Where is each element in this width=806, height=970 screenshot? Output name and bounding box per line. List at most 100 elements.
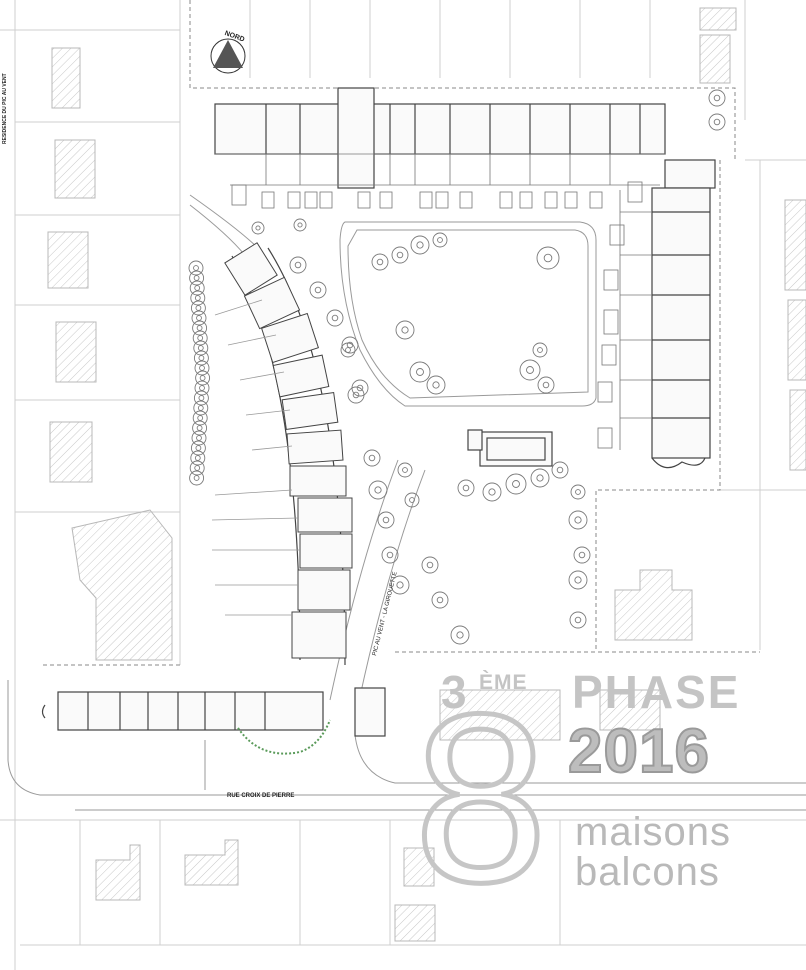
tree-trunk <box>195 305 202 311</box>
tree <box>193 390 209 406</box>
tree <box>410 235 430 255</box>
tree-trunk <box>255 225 261 231</box>
tree <box>340 342 356 358</box>
tree-trunk <box>396 581 404 589</box>
tree <box>190 440 206 456</box>
tree-trunk <box>356 384 364 392</box>
tree <box>568 570 588 590</box>
tree <box>457 479 475 497</box>
tree <box>195 370 211 386</box>
tree-trunk <box>575 489 581 495</box>
tree <box>708 89 726 107</box>
tree <box>188 260 204 276</box>
tree-trunk <box>196 325 203 331</box>
curved-row-units <box>224 242 353 659</box>
tree <box>569 611 587 629</box>
tree <box>404 492 420 508</box>
tree-trunk <box>526 366 534 374</box>
tree-trunk <box>416 241 424 249</box>
tree-trunk <box>536 474 544 482</box>
street-label: RUE CROIX DE PIERRE <box>227 793 295 799</box>
tree-trunk <box>402 467 408 473</box>
tree-trunk <box>578 551 586 559</box>
north-housing-row <box>214 87 666 189</box>
tree <box>426 375 446 395</box>
tree <box>193 400 209 416</box>
phase-number: 3 <box>441 666 468 718</box>
tree-trunk <box>426 561 434 569</box>
tree <box>573 546 591 564</box>
tree <box>193 340 209 356</box>
tree <box>371 253 389 271</box>
tree <box>251 221 265 235</box>
house-count: 8 <box>411 664 550 932</box>
tree-trunk <box>713 118 721 126</box>
north-parking <box>231 181 643 209</box>
tree <box>397 462 413 478</box>
tree-trunk <box>436 596 444 604</box>
tree-trunk <box>488 488 496 496</box>
tree <box>432 232 448 248</box>
tree-trunk <box>368 454 376 462</box>
tree-trunk <box>352 391 360 399</box>
tree-trunk <box>537 347 543 353</box>
tree <box>347 386 365 404</box>
tree <box>326 309 344 327</box>
tree <box>482 482 502 502</box>
tree-trunk <box>198 355 205 361</box>
tree <box>368 480 388 500</box>
neighbour-buildings <box>47 7 806 942</box>
tree <box>390 575 410 595</box>
tree <box>409 361 431 383</box>
tree <box>192 410 208 426</box>
tree-trunk <box>197 405 204 411</box>
tree-trunk <box>574 576 582 584</box>
tree-trunk <box>194 455 201 461</box>
tree <box>194 360 210 376</box>
tree-trunk <box>376 258 384 266</box>
tree <box>341 336 359 354</box>
tree-trunk <box>198 395 205 401</box>
tree-trunk <box>196 315 202 321</box>
phase-year: 2016 <box>567 717 710 786</box>
green-hedge <box>237 719 331 755</box>
tree-trunk <box>294 261 302 269</box>
balcons-text: balcons <box>575 850 720 894</box>
tree <box>568 510 588 530</box>
tree-trunk <box>195 445 202 451</box>
tree <box>395 320 415 340</box>
tree-trunk <box>574 516 582 524</box>
tree <box>190 290 206 306</box>
tree-trunk <box>193 265 199 271</box>
residence-label: RESIDENCE DU PIC AU VENT <box>2 73 8 144</box>
phase-suffix: ÈME <box>479 671 528 694</box>
tree-trunk <box>386 551 394 559</box>
tree-trunk <box>196 435 202 441</box>
tree-trunk <box>193 475 200 481</box>
tree <box>519 359 541 381</box>
tree <box>708 113 726 131</box>
tree <box>190 450 206 466</box>
tree <box>551 461 569 479</box>
tree-trunk <box>574 616 582 624</box>
tree-trunk <box>194 295 201 301</box>
tree <box>505 473 527 495</box>
north-arrow <box>210 38 246 74</box>
tree <box>381 546 399 564</box>
tree-trunk <box>197 345 204 351</box>
tree-trunk <box>462 484 470 492</box>
tree-trunk <box>199 385 205 391</box>
east-gardens <box>597 190 652 450</box>
tree-trunk <box>331 314 339 322</box>
tree <box>194 380 210 396</box>
tree <box>189 270 205 286</box>
tree-trunk <box>374 486 382 494</box>
north-row-gardens <box>215 153 665 186</box>
tree-trunk <box>199 375 206 381</box>
tree <box>450 625 470 645</box>
east-housing-column <box>651 159 716 469</box>
tree <box>536 246 560 270</box>
tree <box>570 484 586 500</box>
tree <box>191 310 207 326</box>
